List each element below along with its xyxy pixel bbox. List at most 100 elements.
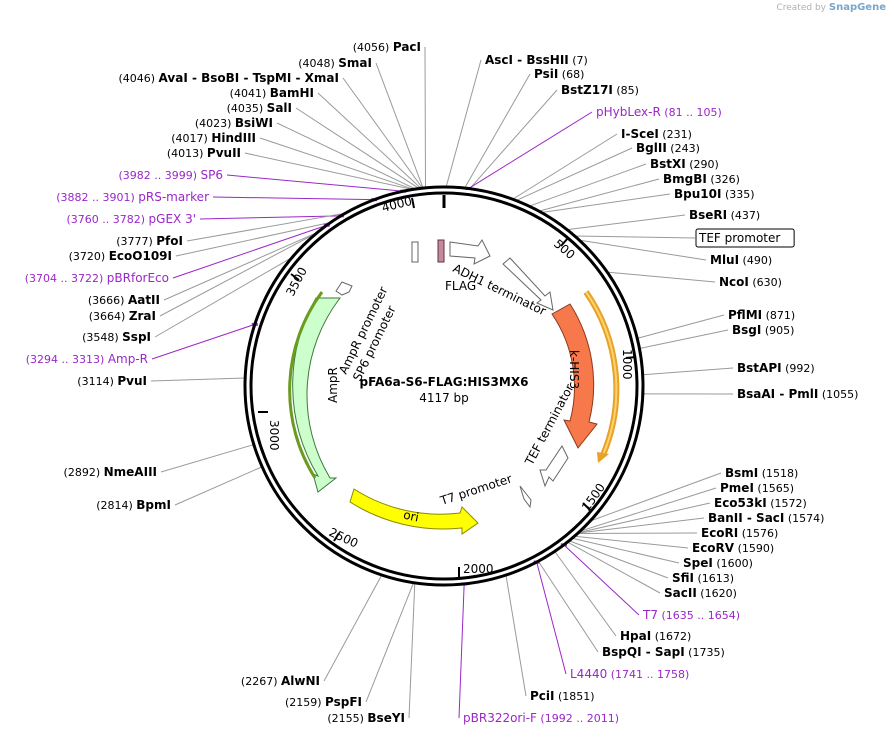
left-site-6: (4017) HindIII <box>171 131 256 145</box>
right-site-pos-24: (1613) <box>694 572 734 585</box>
right-line-2 <box>469 89 558 190</box>
right-site-name-15: BstAPI <box>737 361 782 375</box>
left-site-name-4: SalI <box>267 101 292 115</box>
label-k-his3: k-HIS3 <box>567 350 581 389</box>
right-site-name-26: T7 <box>642 608 658 622</box>
left-line-17 <box>151 323 255 360</box>
left-line-20 <box>174 466 263 506</box>
feature-ori <box>349 488 479 535</box>
left-site-4: (4035) SalI <box>227 101 292 115</box>
right-site-8: Bpu10I (335) <box>674 187 755 201</box>
right-line-8 <box>541 193 671 213</box>
right-site-pos-17: (1518) <box>758 467 798 480</box>
right-site-13: PflMI (871) <box>728 308 795 322</box>
site-lines <box>150 46 734 719</box>
right-site-pos-2: (85) <box>613 84 639 97</box>
right-site-name-6: BstXI <box>650 157 686 171</box>
right-site-name-17: BsmI <box>725 466 758 480</box>
right-site-pos-15: (992) <box>782 362 815 375</box>
right-site-name-0: AscI - BssHII <box>485 53 569 67</box>
left-site-name-1: SmaI <box>338 56 372 70</box>
left-site-pos-2: (4046) <box>118 72 158 85</box>
left-site-name-7: PvuII <box>207 146 241 160</box>
right-line-27 <box>554 551 617 637</box>
right-line-25 <box>567 541 661 594</box>
right-site-14: BsgI (905) <box>732 323 794 337</box>
right-site-name-3: pHybLex-R <box>596 105 661 119</box>
left-site-pos-21: (2267) <box>241 675 281 688</box>
left-site-pos-6: (4017) <box>171 132 211 145</box>
left-site-pos-8: (3982 .. 3999) <box>118 169 200 182</box>
right-line-17 <box>589 472 722 522</box>
right-site-pos-26: (1635 .. 1654) <box>658 609 740 622</box>
right-site-11: MluI (490) <box>710 253 772 267</box>
left-line-16 <box>154 257 293 338</box>
left-site-name-14: AatII <box>128 293 160 307</box>
right-site-name-14: BsgI <box>732 323 761 337</box>
right-line-12 <box>607 271 716 283</box>
plasmid-size: 4117 bp <box>419 391 469 405</box>
left-site-name-6: HindIII <box>211 131 256 145</box>
right-site-pos-21: (1576) <box>738 527 778 540</box>
right-line-5 <box>515 147 633 201</box>
left-site-pos-13: (3704 .. 3722) <box>25 272 107 285</box>
left-site-name-3: BamHI <box>270 86 314 100</box>
right-site-pos-4: (231) <box>659 128 692 141</box>
right-site-pos-27: (1672) <box>651 630 691 643</box>
right-site-name-29: L4440 <box>570 667 607 681</box>
right-site-3: pHybLex-R (81 .. 105) <box>596 105 722 119</box>
right-site-24: SfiI (1613) <box>672 571 734 585</box>
left-site-19: (2892) NmeAIII <box>64 465 157 479</box>
left-site-10: (3760 .. 3782) pGEX 3' <box>66 212 196 226</box>
right-site-pos-1: (68) <box>558 68 584 81</box>
tick-label-3000: 3000 <box>267 420 281 451</box>
right-line-11 <box>579 239 707 261</box>
right-line-3 <box>468 111 593 189</box>
left-site-9: (3882 .. 3901) pRS-marker <box>56 190 209 204</box>
right-line-31 <box>458 583 465 719</box>
feature-tef-terminator <box>539 445 569 488</box>
feature-ampr <box>292 297 342 493</box>
tick-label-1000: 1000 <box>620 349 634 380</box>
left-site-13: (3704 .. 3722) pBRforEco <box>25 271 169 285</box>
label-ori: ori <box>402 508 420 525</box>
feature-adh1-terminator <box>449 239 491 265</box>
left-line-1 <box>375 62 424 189</box>
left-site-pos-17: (3294 .. 3313) <box>26 353 108 366</box>
right-site-15: BstAPI (992) <box>737 361 815 375</box>
right-site-pos-31: (1992 .. 2011) <box>537 712 619 725</box>
right-site-25: SacII (1620) <box>664 586 737 600</box>
left-site-name-2: AvaI - BsoBI - TspMI - XmaI <box>159 71 339 85</box>
left-site-pos-15: (3664) <box>89 310 129 323</box>
right-line-30 <box>505 575 527 697</box>
right-site-12: NcoI (630) <box>719 275 782 289</box>
right-site-pos-14: (905) <box>761 324 794 337</box>
left-line-8 <box>226 174 404 192</box>
right-site-pos-25: (1620) <box>697 587 737 600</box>
right-site-22: EcoRV (1590) <box>692 541 774 555</box>
right-site-pos-0: (7) <box>569 54 588 67</box>
left-site-pos-7: (4013) <box>167 147 207 160</box>
right-site-2: BstZ17I (85) <box>561 83 639 97</box>
left-line-22 <box>365 582 415 703</box>
left-site-8: (3982 .. 3999) SP6 <box>118 168 223 182</box>
left-site-17: (3294 .. 3313) Amp-R <box>26 352 148 366</box>
left-line-0 <box>424 46 427 188</box>
tick-label-1500: 1500 <box>579 481 608 514</box>
left-site-pos-20: (2814) <box>96 499 136 512</box>
tef-promoter-arc-inner <box>585 291 618 456</box>
left-site-22: (2159) PspFI <box>285 695 362 709</box>
left-site-name-20: BpmI <box>136 498 171 512</box>
left-site-name-19: NmeAIII <box>104 465 157 479</box>
right-site-name-4: I-SceI <box>621 127 659 141</box>
right-site-name-12: NcoI <box>719 275 749 289</box>
left-site-pos-1: (4048) <box>298 57 338 70</box>
left-site-3: (4041) BamHI <box>230 86 314 100</box>
left-site-pos-12: (3720) <box>69 250 109 263</box>
right-line-18 <box>579 487 717 532</box>
right-site-name-21: EcoRI <box>701 526 738 540</box>
left-site-1: (4048) SmaI <box>298 56 372 70</box>
right-site-1: PsiI (68) <box>534 67 584 81</box>
tef-promoter-arrowhead <box>597 452 609 463</box>
